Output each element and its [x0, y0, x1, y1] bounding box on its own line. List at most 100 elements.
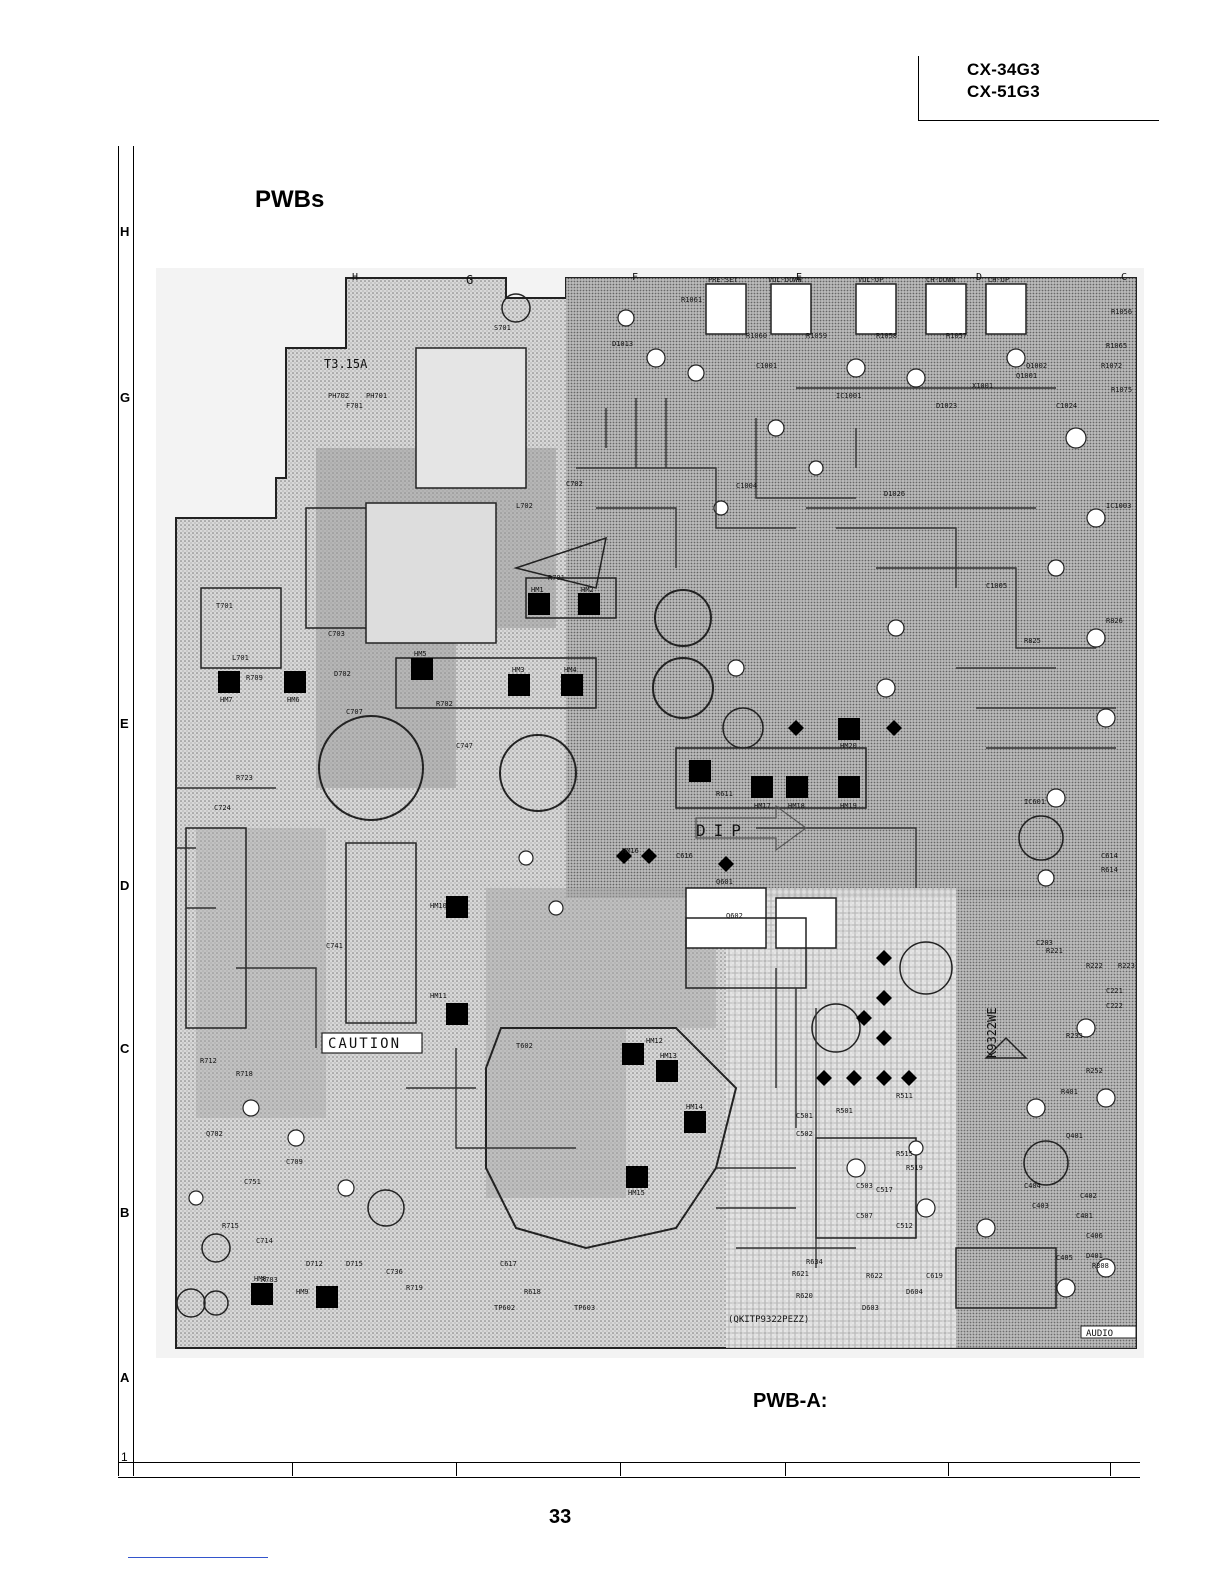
heatsink-label: HM19	[840, 802, 857, 810]
component-label: F701	[346, 402, 363, 410]
row-label-1: 1	[121, 1450, 128, 1464]
column-tick	[620, 1462, 621, 1476]
heatsink-label: HM13	[660, 1052, 677, 1060]
row-label-h: H	[120, 224, 130, 239]
component-label: C741	[326, 942, 343, 950]
component-label: C709	[286, 1158, 303, 1166]
pcb-traces	[176, 387, 1116, 1268]
component-label: S701	[494, 324, 511, 332]
component-label: R701	[548, 574, 565, 582]
column-tick	[292, 1462, 293, 1476]
column-tick	[1110, 1462, 1111, 1476]
footer-rule	[128, 1557, 268, 1558]
component-label: R1057	[946, 332, 967, 340]
connector-label-h: H	[352, 272, 358, 283]
caution-box	[321, 1032, 423, 1054]
board-part-number: (QKITP9322PEZZ)	[728, 1315, 809, 1325]
component-label: R1059	[806, 332, 827, 340]
component-label: R715	[222, 1222, 239, 1230]
component-label: R826	[1106, 617, 1123, 625]
component-label: C1005	[986, 582, 1007, 590]
component-label: R221	[1046, 947, 1063, 955]
component-label: D604	[906, 1288, 923, 1296]
component-label: R1075	[1111, 386, 1132, 394]
model-name-2: CX-51G3	[967, 82, 1040, 101]
pwb-a-board: T3.15A CAUTION DIP (QKITP9322PEZZ) K9322…	[156, 268, 1144, 1358]
component-label: C507	[856, 1212, 873, 1220]
component-label: C203	[1036, 939, 1053, 947]
capacitor	[201, 1233, 231, 1263]
component-label: R1072	[1101, 362, 1122, 370]
capacitor-c707	[318, 715, 424, 821]
component-label: R1058	[876, 332, 897, 340]
connector-label-d: D	[976, 272, 982, 283]
component-label: R825	[1024, 637, 1041, 645]
component-label: C517	[876, 1186, 893, 1194]
component-label: TP603	[574, 1304, 595, 1312]
column-tick	[456, 1462, 457, 1476]
capacitor	[899, 941, 953, 995]
connector-label-g: G	[466, 273, 473, 287]
capacitor	[811, 1003, 861, 1053]
mounting-hole	[176, 1288, 206, 1318]
component-label: TP602	[494, 1304, 515, 1312]
component-label: C501	[796, 1112, 813, 1120]
component-label: C404	[1024, 1182, 1041, 1190]
button-label-ch-up: CH-UP	[988, 276, 1009, 284]
component-label: C702	[566, 480, 583, 488]
copper-pour	[196, 828, 326, 1118]
component-outline	[955, 1247, 1057, 1309]
component-label: X1001	[972, 382, 993, 390]
component-label: R621	[792, 1270, 809, 1278]
component-label: Q401	[1066, 1132, 1083, 1140]
frame-left-border	[118, 146, 134, 1476]
component-label: C1024	[1056, 402, 1077, 410]
component-label: R618	[524, 1288, 541, 1296]
button-label-vol-down: VOL-DOWN	[768, 276, 802, 284]
audio-area	[956, 888, 1136, 1348]
arrow-marker	[513, 536, 607, 589]
component-label: T602	[516, 1042, 533, 1050]
capacitor	[654, 589, 712, 647]
component-label: D712	[306, 1260, 323, 1268]
component-label: C1001	[756, 362, 777, 370]
component-label: C222	[1106, 1002, 1123, 1010]
capacitor	[1023, 1140, 1069, 1186]
component-label: PH702	[328, 392, 349, 400]
component-label: C707	[346, 708, 363, 716]
component-label: IC601	[1024, 798, 1045, 806]
component-label: R1056	[1111, 308, 1132, 316]
column-tick	[948, 1462, 949, 1476]
front-panel-buttons	[705, 283, 1027, 335]
component-outline	[185, 827, 247, 1029]
heatsink-label: HM4	[564, 666, 577, 674]
component-label: R614	[1101, 866, 1118, 874]
audio-label: AUDIO	[1086, 1329, 1113, 1339]
component-label: R1060	[746, 332, 767, 340]
component-label: C736	[386, 1268, 403, 1276]
component-label: PH701	[366, 392, 387, 400]
component-label: R252	[1086, 1067, 1103, 1075]
transformer-outline	[365, 502, 497, 644]
component-label: D1013	[612, 340, 633, 348]
button-label-vol-up: VOL-UP	[858, 276, 883, 284]
component-label: R501	[836, 1107, 853, 1115]
column-tick	[785, 1462, 786, 1476]
capacitor	[367, 1189, 405, 1227]
component-label: R308	[1092, 1262, 1109, 1270]
component-outline	[675, 747, 867, 809]
jumper-markers	[616, 720, 917, 1086]
row-label-g: G	[120, 390, 131, 405]
component-label: R622	[866, 1272, 883, 1280]
heatsink-label: HM18	[788, 802, 805, 810]
component-label: Q1001	[1016, 372, 1037, 380]
trace-area	[726, 888, 956, 1348]
row-label-d: D	[120, 878, 130, 893]
capacitor	[501, 293, 531, 323]
board-code: K9322WE	[985, 1007, 999, 1058]
component-label: Q1002	[1026, 362, 1047, 370]
model-box: CX-34G3 CX-51G3	[918, 56, 1159, 121]
component-label: R511	[896, 1092, 913, 1100]
button-label-pre-set: PRE-SET	[708, 276, 738, 284]
heatsink-label: HM20	[840, 742, 857, 750]
